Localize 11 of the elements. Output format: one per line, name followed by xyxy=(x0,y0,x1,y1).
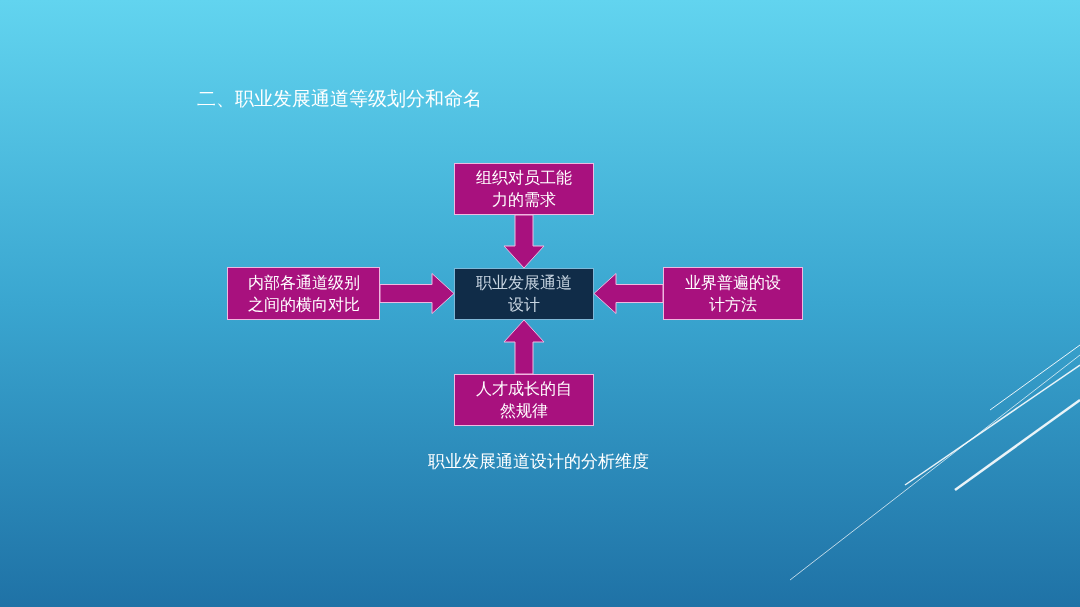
factor-box: 业界普遍的设计方法 xyxy=(663,267,803,320)
factor-box: 人才成长的自然规律 xyxy=(454,374,594,426)
slide-title: 二、职业发展通道等级划分和命名 xyxy=(197,86,482,111)
factor-box: 内部各通道级别之间的横向对比 xyxy=(227,267,380,320)
block-arrow xyxy=(503,214,545,269)
factor-box: 组织对员工能力的需求 xyxy=(454,163,594,215)
block-arrow xyxy=(379,273,455,314)
block-arrow xyxy=(503,319,545,375)
block-arrow xyxy=(593,273,664,314)
caption: 职业发展通道设计的分析维度 xyxy=(426,450,650,473)
central-box: 职业发展通道设计 xyxy=(454,268,594,320)
